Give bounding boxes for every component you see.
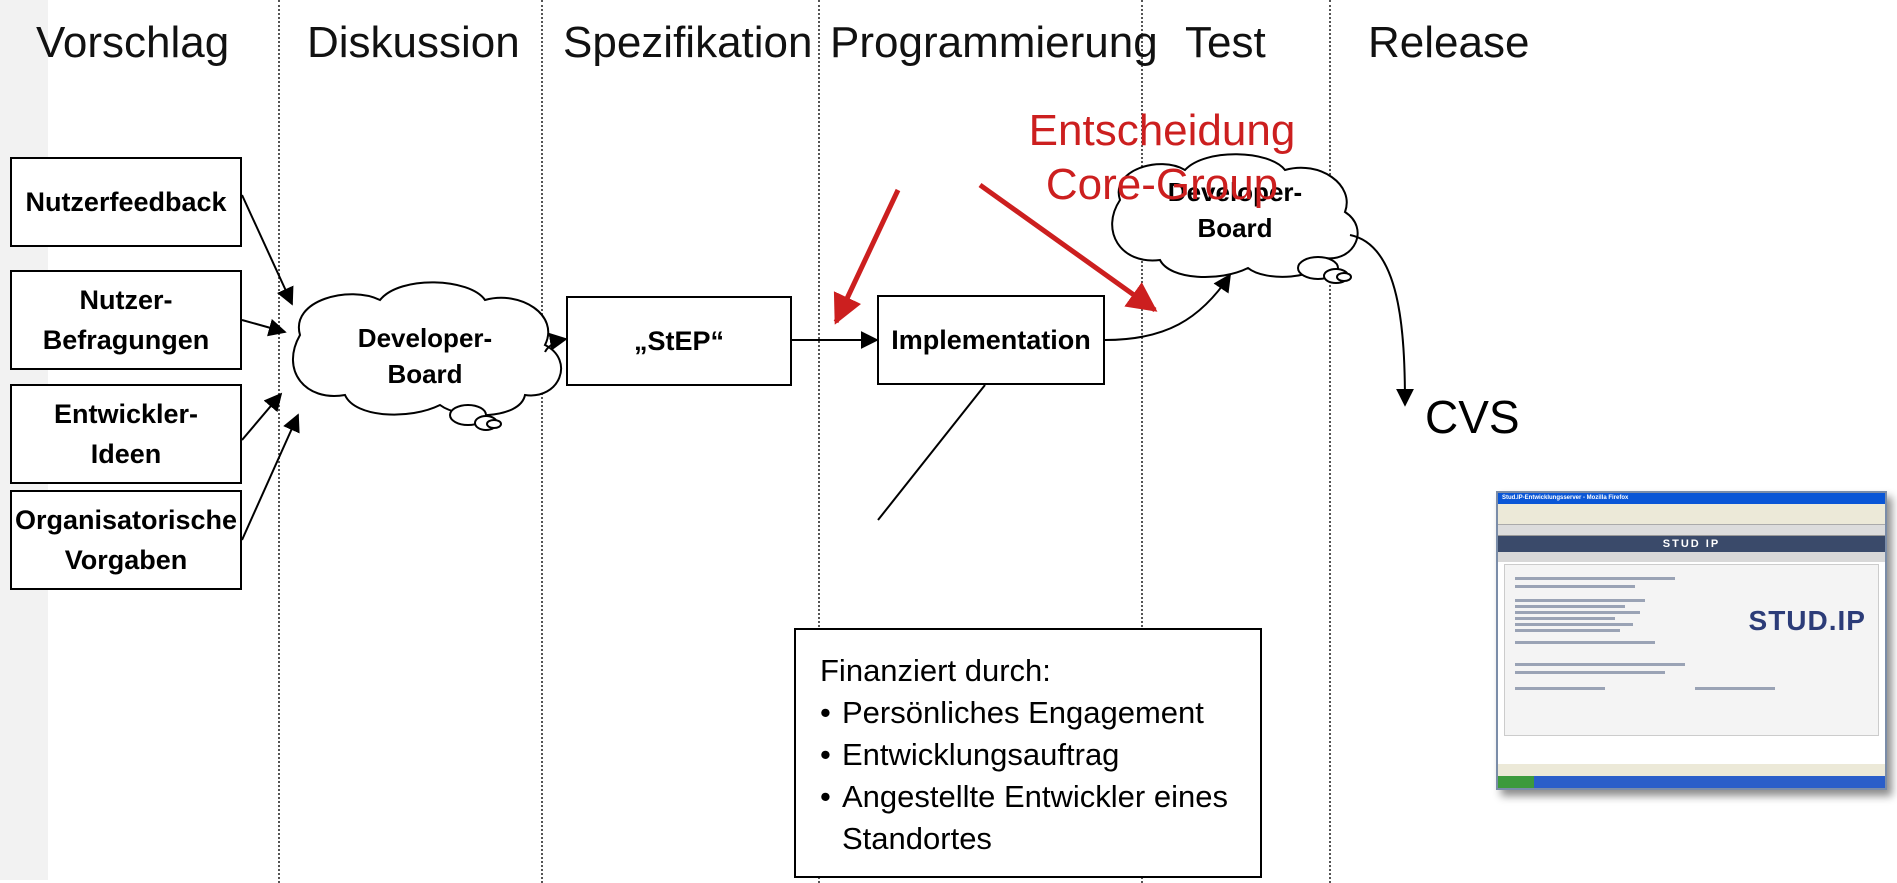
funding-item: Persönliches Engagement xyxy=(820,692,1240,734)
developer-board-left-line2: Board xyxy=(387,359,463,389)
release-screenshot: Stud.IP-Entwicklungsserver - Mozilla Fir… xyxy=(1496,491,1887,790)
box-nutzer-befragungen-line1: Nutzer- xyxy=(79,285,173,315)
decision-line2: Core-Group xyxy=(1045,160,1279,209)
funding-item: Angestellte Entwickler eines Standortes xyxy=(820,776,1240,860)
screenshot-content: STUD.IP xyxy=(1504,564,1879,736)
decision-line1: Entscheidung xyxy=(1028,106,1296,155)
screenshot-titlebar: Stud.IP-Entwicklungsserver - Mozilla Fir… xyxy=(1498,493,1885,504)
screenshot-app-header: STUD IP xyxy=(1498,536,1885,552)
arrow-org-vorgaben xyxy=(241,413,300,541)
phase-divider xyxy=(541,0,543,883)
box-org-vorgaben-line2: Vorgaben xyxy=(64,545,188,575)
cvs-label: CVS xyxy=(1425,391,1520,443)
box-organisatorische-vorgaben: Organisatorische Vorgaben xyxy=(10,490,242,590)
arrow-board-to-release xyxy=(1349,234,1414,407)
box-step-label: „StEP“ xyxy=(633,326,725,356)
screenshot-urlbar xyxy=(1498,513,1885,525)
arrow-decision-to-cvs xyxy=(978,182,1158,313)
screenshot-menubar xyxy=(1498,504,1885,513)
funding-item: Entwicklungsauftrag xyxy=(820,734,1240,776)
box-org-vorgaben-line1: Organisatorische xyxy=(14,505,238,535)
arrow-implementation-to-board xyxy=(1104,273,1231,341)
box-nutzerfeedback-label: Nutzerfeedback xyxy=(25,187,227,217)
screenshot-app-tabs xyxy=(1498,552,1885,562)
funding-title: Finanziert durch: xyxy=(820,653,1051,688)
screenshot-taskbar xyxy=(1498,776,1885,788)
screenshot-tabs xyxy=(1498,525,1885,536)
phase-programmierung: Programmierung xyxy=(830,18,1158,67)
developer-board-label-right: Developer- Board xyxy=(1140,174,1330,246)
arrow-board-to-step xyxy=(544,332,568,353)
phase-divider xyxy=(818,0,820,883)
screenshot-statusbar xyxy=(1498,764,1885,776)
phase-spezifikation: Spezifikation xyxy=(563,18,813,67)
developer-board-cloud-right xyxy=(1111,153,1359,284)
connector-funding xyxy=(877,384,986,521)
developer-board-cloud-left xyxy=(291,281,563,431)
developer-board-label-left: Developer- Board xyxy=(330,320,520,392)
funding-box: Finanziert durch: Persönliches Engagemen… xyxy=(794,628,1262,878)
arrow-nutzerfeedback xyxy=(241,194,294,306)
box-implementation-label: Implementation xyxy=(891,325,1091,355)
developer-board-right-line1: Developer- xyxy=(1167,177,1303,207)
funding-list: Persönliches Engagement Entwicklungsauft… xyxy=(820,692,1240,860)
box-nutzerfeedback: Nutzerfeedback xyxy=(10,157,242,247)
phase-vorschlag: Vorschlag xyxy=(36,18,230,67)
box-entwickler-ideen: Entwickler- Ideen xyxy=(10,384,242,484)
phase-release: Release xyxy=(1368,18,1530,67)
arrow-entwickler-ideen xyxy=(241,392,283,441)
decision-core-group: Entscheidung Core-Group xyxy=(1012,104,1312,212)
phase-divider xyxy=(278,0,280,883)
box-nutzer-befragungen-line2: Befragungen xyxy=(42,325,210,355)
phase-divider xyxy=(1329,0,1331,883)
developer-board-right-line2: Board xyxy=(1197,213,1273,243)
box-nutzer-befragungen: Nutzer- Befragungen xyxy=(10,270,242,370)
box-entwickler-ideen-line1: Entwickler- xyxy=(53,399,199,429)
developer-board-left-line1: Developer- xyxy=(357,323,493,353)
arrow-decision-to-step xyxy=(833,188,901,325)
phase-diskussion: Diskussion xyxy=(307,18,520,67)
box-implementation: Implementation xyxy=(877,295,1105,385)
phase-test: Test xyxy=(1185,18,1266,67)
box-step: „StEP“ xyxy=(566,296,792,386)
stud-ip-logo: STUD.IP xyxy=(1748,605,1866,636)
arrow-nutzer-befragungen xyxy=(241,318,287,337)
screenshot-start-button xyxy=(1498,776,1534,788)
box-entwickler-ideen-line2: Ideen xyxy=(90,439,162,469)
phase-divider xyxy=(1141,0,1143,883)
